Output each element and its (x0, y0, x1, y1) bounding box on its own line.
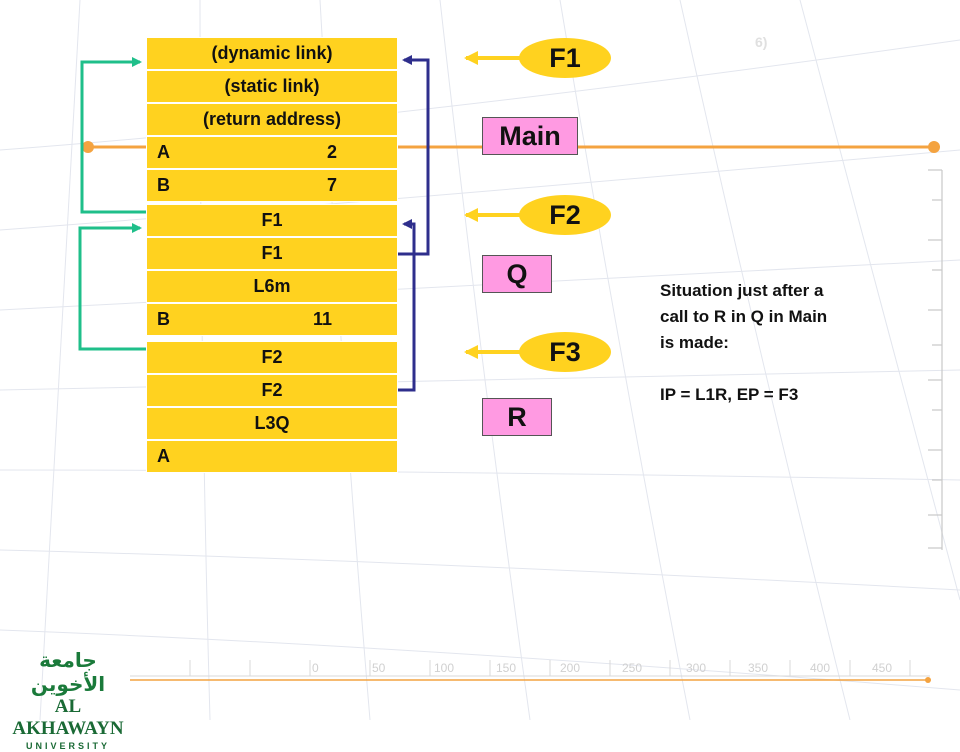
ruler-right (928, 169, 943, 550)
ruler-label: 200 (560, 661, 580, 675)
var-name: A (157, 142, 170, 162)
bottom-border-dot (925, 677, 931, 683)
procedure-q: Q (482, 255, 552, 293)
frame3-var-a: A (146, 440, 398, 473)
frame2-dynamic-link: F1 (146, 204, 398, 237)
frame3-dynamic-link: F2 (146, 341, 398, 374)
frame3-return-address: L3Q (146, 407, 398, 440)
frame-label-f1: F1 (519, 38, 611, 78)
ruler-label: 100 (434, 661, 454, 675)
note-line: is made: (660, 333, 729, 352)
cell-label: F2 (261, 380, 283, 400)
cell-label: F1 (261, 210, 283, 230)
frame2-var-b: B 11 (146, 303, 398, 336)
frame-label-f2: F2 (519, 195, 611, 235)
frame-label-f3: F3 (519, 332, 611, 372)
diagram-canvas: 0 50 100 150 200 250 300 350 400 450 (0, 0, 960, 720)
dynamic-link-arrow-f2 (80, 57, 177, 214)
frame1-var-b: B 7 (146, 169, 398, 202)
frame1-var-a: A 2 (146, 136, 398, 169)
var-name: B (157, 309, 170, 329)
logo-arabic: جامعة الأخوين (30, 648, 106, 696)
ruler-label: 350 (748, 661, 768, 675)
ruler-label: 400 (810, 661, 830, 675)
corner-mark: 6) (755, 34, 768, 50)
frame3-static-link: F2 (146, 374, 398, 407)
university-logo: جامعة الأخوين AL AKHAWAYN UNIVERSITY (8, 648, 128, 751)
cell-label: L6m (253, 276, 291, 296)
logo-sub: UNIVERSITY (25, 741, 110, 751)
cell-label: (static link) (224, 76, 320, 96)
cell-label: F1 (261, 243, 283, 263)
note-line: IP = L1R, EP = F3 (660, 385, 799, 404)
note-line: Situation just after a (660, 281, 824, 300)
background-grid (0, 0, 960, 720)
ruler-label: 250 (622, 661, 642, 675)
logo-name: AL AKHAWAYN (12, 696, 124, 739)
ruler-label: 0 (312, 661, 319, 675)
ruler-label: 150 (496, 661, 516, 675)
frame-pointer-arrows (464, 51, 524, 359)
var-value: 11 (312, 309, 332, 329)
cell-label: (return address) (202, 109, 342, 129)
dynamic-link-arrow-f3 (78, 223, 177, 351)
var-value: 2 (326, 142, 337, 162)
frame2-return-address: L6m (146, 270, 398, 303)
ruler-label: 300 (686, 661, 706, 675)
cell-label: F2 (261, 347, 283, 367)
note-line: call to R in Q in Main (660, 307, 828, 326)
frame1-return-address: (return address) (146, 103, 398, 136)
procedure-main: Main (482, 117, 578, 155)
cell-label: L3Q (254, 413, 290, 433)
dynamic-link-arrows (78, 57, 177, 351)
procedure-r: R (482, 398, 552, 436)
cell-label: (dynamic link) (211, 43, 333, 63)
var-name: A (157, 446, 170, 466)
frame1-static-link: (static link) (146, 70, 398, 103)
var-name: B (157, 175, 170, 195)
ruler-label: 50 (372, 661, 386, 675)
var-value: 7 (326, 175, 337, 195)
ruler-label: 450 (872, 661, 892, 675)
frame2-static-link: F1 (146, 237, 398, 270)
situation-note: Situation just after a call to R in Q in… (660, 278, 920, 408)
ruler-bottom (130, 660, 930, 677)
frame1-dynamic-link: (dynamic link) (146, 37, 398, 70)
